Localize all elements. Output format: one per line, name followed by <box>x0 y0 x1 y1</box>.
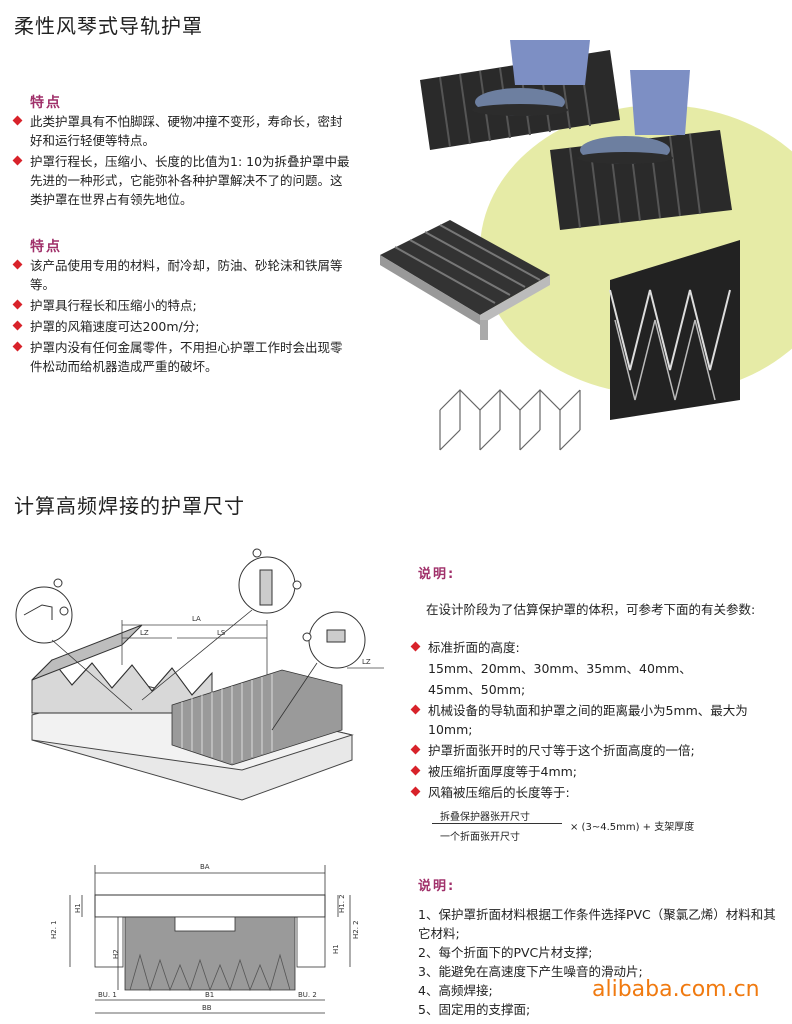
bellows-compressed <box>171 669 343 766</box>
bullet-diamond-icon <box>12 299 23 310</box>
bullet-diamond-icon <box>12 155 23 166</box>
list-item: 3、能避免在高速度下产生噪音的滑动片; <box>418 964 643 979</box>
dim-bu2: BU. 2 <box>298 991 317 999</box>
list-item: 1、保护罩折面材料根据工作条件选择PVC（聚氯乙烯）材料和其它材料; <box>418 907 776 941</box>
dim-lz: LZ <box>140 629 149 637</box>
section2-title: 计算高频焊接的护罩尺寸 <box>14 494 245 518</box>
top-cover <box>94 894 326 918</box>
list-item-heights: 45mm、50mm; <box>428 682 526 697</box>
section1-title: 柔性风琴式导轨护罩 <box>14 14 203 38</box>
list-item: 2、每个折面下的PVC片材支撑; <box>418 945 593 960</box>
dim-ba: BA <box>200 863 210 871</box>
dim-la: LA <box>192 615 201 623</box>
dim-h22: H2. 2 <box>352 920 360 939</box>
isometric-diagram: LA LZ LS LZ <box>15 548 384 801</box>
formula-multiplier: × (3~4.5mm) + 支架厚度 <box>570 822 695 833</box>
cross-section-diagram: BA H2. 1 H1 H2 H1. 2 H2. 2 H1 BU. 1 B1 B… <box>50 863 360 1014</box>
shoe-illustration-1 <box>472 40 590 116</box>
bellows-cross-section <box>124 916 296 992</box>
dim-b1: B1 <box>205 991 214 999</box>
dim-h21: H2. 1 <box>50 920 58 939</box>
formula-denominator: 一个折面张开尺寸 <box>440 832 520 843</box>
bullet-diamond-icon <box>12 115 23 126</box>
list-item: 护罩行程长，压缩小、长度的比值为1: 10为拆叠护罩中最先进的一种形式，它能弥补… <box>12 152 352 209</box>
dim-bu1: BU. 1 <box>98 991 117 999</box>
formula-fraction-line <box>432 823 562 824</box>
detail-circle-right <box>302 611 366 669</box>
product-illustration <box>380 40 792 451</box>
bullet-diamond-icon <box>410 641 421 652</box>
bellows-open <box>31 624 213 714</box>
detail-circle-top <box>238 548 302 614</box>
list-item: 风箱被压缩后的长度等于: <box>410 783 780 802</box>
note-heading-1: 说明: <box>418 567 456 582</box>
features-subhead-1: 特点 <box>30 95 62 111</box>
shoe-illustration-2 <box>577 70 690 164</box>
list-item: 机械设备的导轨面和护罩之间的距离最小为5mm、最大为10mm; <box>410 701 780 739</box>
params-list: 标准折面的高度: 15mm、20mm、30mm、35mm、40mm、 45mm、… <box>410 638 780 804</box>
features-list-1: 此类护罩具有不怕脚踩、硬物冲撞不变形，寿命长，密封好和运行轻便等特点。 护罩行程… <box>12 112 352 211</box>
features-subhead-2: 特点 <box>30 239 62 255</box>
bullet-diamond-icon <box>12 341 23 352</box>
dim-lz-right: LZ <box>362 658 371 666</box>
bellows-framed-left <box>380 220 550 340</box>
dim-h12: H1. 2 <box>338 894 346 913</box>
bullet-diamond-icon <box>410 704 421 715</box>
bullet-diamond-icon <box>12 320 23 331</box>
list-item: 4、高频焊接; <box>418 983 493 998</box>
formula-numerator: 拆叠保护器张开尺寸 <box>440 812 530 823</box>
list-item: 护罩内没有任何金属零件，不用担心护罩工作时会出现零件松动而给机器造成严重的破坏。 <box>12 338 352 376</box>
list-item: 护罩折面张开时的尺寸等于这个折面高度的一倍; <box>410 741 780 760</box>
bullet-diamond-icon <box>12 259 23 270</box>
list-item: 护罩具行程长和压缩小的特点; <box>12 296 352 315</box>
note-heading-2: 说明: <box>418 879 456 894</box>
rail-right <box>296 916 326 968</box>
dim-ls: LS <box>217 629 226 637</box>
list-item: 此类护罩具有不怕脚踩、硬物冲撞不变形，寿命长，密封好和运行轻便等特点。 <box>12 112 352 150</box>
bullet-diamond-icon <box>410 786 421 797</box>
list-item: 5、固定用的支撑面; <box>418 1002 531 1017</box>
bellows-zigzag-right <box>609 240 740 420</box>
bullet-diamond-icon <box>410 744 421 755</box>
dimension-lines <box>121 620 384 675</box>
list-item-heights: 15mm、20mm、30mm、35mm、40mm、 <box>428 661 692 676</box>
detail-circle-left <box>15 578 73 644</box>
dim-h1: H1 <box>74 903 82 913</box>
features-list-2: 该产品使用专用的材料，耐冷却，防油、砂轮沫和铁屑等等。 护罩具行程长和压缩小的特… <box>12 256 352 378</box>
bellows-outline <box>439 389 581 451</box>
list-item: 被压缩折面厚度等于4mm; <box>410 762 780 781</box>
intro-text: 在设计阶段为了估算保护罩的体积，可参考下面的有关参数: <box>426 602 756 617</box>
dim-bb: BB <box>202 1004 212 1012</box>
list-item: 护罩的风箱速度可达200m/分; <box>12 317 352 336</box>
dim-h2: H2 <box>112 949 120 959</box>
watermark: alibaba.com.cn <box>592 977 760 1002</box>
notes-list: 1、保护罩折面材料根据工作条件选择PVC（聚氯乙烯）材料和其它材料; 2、每个折… <box>418 905 788 1019</box>
list-item: 该产品使用专用的材料，耐冷却，防油、砂轮沫和铁屑等等。 <box>12 256 352 294</box>
bullet-diamond-icon <box>410 765 421 776</box>
list-item: 标准折面的高度: <box>410 638 780 657</box>
dim-h1-right: H1 <box>332 944 340 954</box>
